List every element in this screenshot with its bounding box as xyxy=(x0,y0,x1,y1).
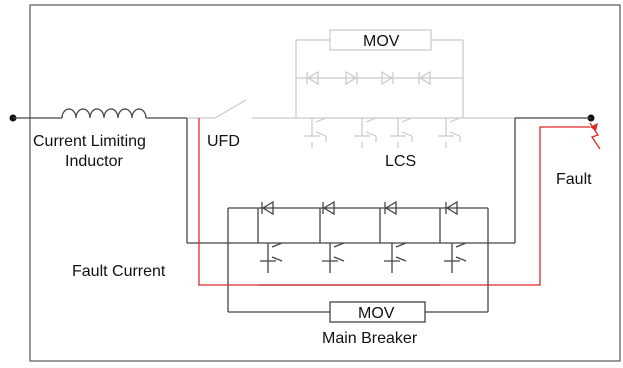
fault-current-path xyxy=(198,118,590,286)
main-breaker-label: Main Breaker xyxy=(322,330,418,347)
ufd-switch-blade xyxy=(214,99,247,119)
ufd-label: UFD xyxy=(207,133,240,150)
fault-icon xyxy=(589,122,601,150)
fault-current-label: Fault Current xyxy=(72,263,166,280)
fault-label: Fault xyxy=(556,171,592,188)
mov-top-label: MOV xyxy=(363,33,400,50)
inductor-coil xyxy=(61,108,147,119)
lcs-label: LCS xyxy=(385,153,416,170)
lcs-block xyxy=(295,29,515,148)
inductor-label: Current Limiting Inductor xyxy=(33,133,150,170)
main-breaker-block xyxy=(227,200,489,323)
mov-top-resistor xyxy=(329,29,432,51)
diagram-frame xyxy=(29,4,621,362)
mov-bottom-label: MOV xyxy=(358,305,395,322)
